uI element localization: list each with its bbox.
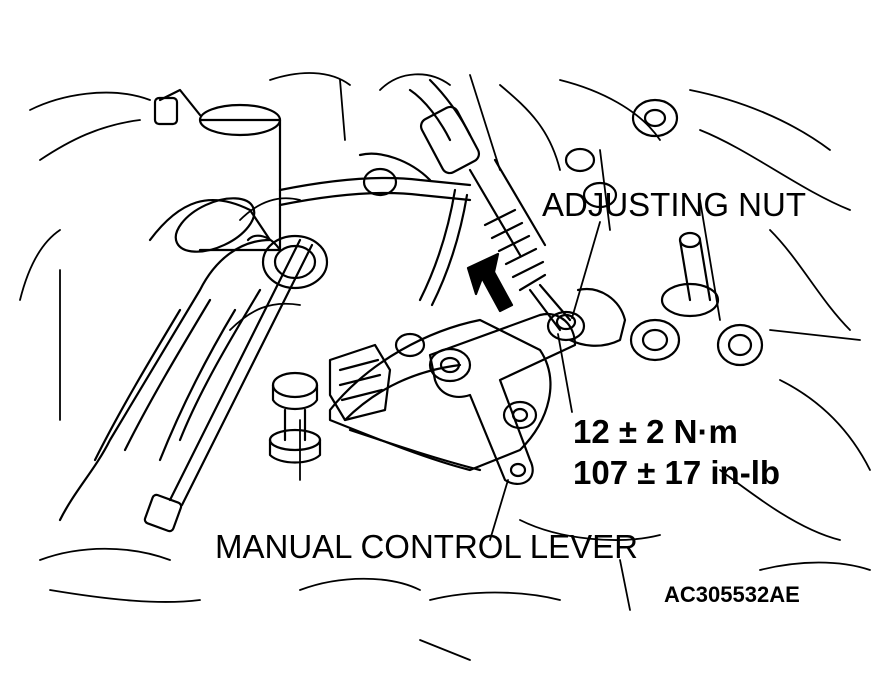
cable-pipes <box>278 152 472 307</box>
large-hose <box>58 197 272 522</box>
cylindrical-body <box>153 88 282 252</box>
select-cable-boot <box>408 78 572 332</box>
studs-right <box>564 98 764 367</box>
torque-nm-label: 12 ± 2 N·m <box>573 413 738 450</box>
figure-code: AC305532AE <box>664 582 800 607</box>
leader-lines <box>489 221 601 541</box>
electrical-connector <box>328 332 426 422</box>
engine-background-lines <box>19 72 871 661</box>
thin-rod <box>143 238 314 533</box>
manual-control-lever-label: MANUAL CONTROL LEVER <box>215 528 638 565</box>
torque-inlb-label: 107 ± 17 in-lb <box>573 454 781 491</box>
direction-arrow <box>466 252 514 313</box>
bolts-left <box>268 371 322 464</box>
mounting-boss-left <box>246 234 329 290</box>
manual-control-lever <box>428 312 577 486</box>
adjusting-nut-label: ADJUSTING NUT <box>542 186 806 223</box>
adjusting-nut <box>546 287 627 347</box>
